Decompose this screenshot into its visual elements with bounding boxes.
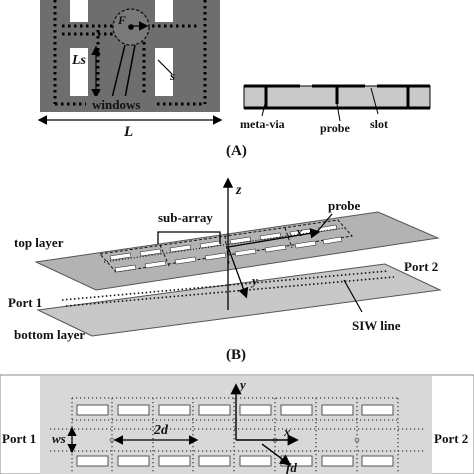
caption-a: (A) bbox=[226, 143, 247, 159]
bottom-layer-plate bbox=[36, 263, 442, 337]
axis-x-b: x bbox=[295, 224, 303, 239]
label-F: F bbox=[117, 13, 126, 27]
cross-section-vias bbox=[264, 86, 410, 108]
label-slot: slot bbox=[370, 117, 388, 131]
caption-b: (B) bbox=[226, 347, 246, 363]
panel-c-slots-top bbox=[76, 404, 394, 416]
slot-bottom-left bbox=[70, 48, 88, 96]
label-L: L bbox=[123, 124, 133, 140]
panel-b: z x y sub-array probe top layer Port 2 P… bbox=[8, 177, 442, 363]
label-port1-b: Port 1 bbox=[8, 295, 42, 310]
label-Ls: Ls bbox=[71, 53, 87, 68]
label-ws: ws bbox=[52, 431, 66, 446]
top-layer-vias bbox=[103, 227, 345, 263]
axis-z: z bbox=[235, 183, 242, 198]
siw-line-vias bbox=[61, 270, 395, 307]
label-port1-c: Port 1 bbox=[2, 431, 36, 446]
label-meta-via: meta-via bbox=[240, 117, 285, 131]
panel-c-slots-bottom bbox=[76, 455, 394, 467]
label-probe-b: probe bbox=[328, 198, 360, 213]
axis-y-b: y bbox=[250, 273, 258, 288]
axis-x-c: x bbox=[283, 424, 291, 439]
label-windows: windows bbox=[92, 97, 140, 112]
label-fd: fd bbox=[286, 460, 297, 474]
slot-bottom-right bbox=[155, 48, 173, 96]
panel-a: F Ls s windows L meta-via probe bbox=[37, 0, 431, 159]
axis-y-c: y bbox=[238, 377, 246, 392]
panel-c: y x 2d ws fd Port 1 Port 2 bbox=[0, 374, 474, 474]
slot-top-right bbox=[155, 0, 173, 22]
label-s: s bbox=[169, 68, 175, 83]
label-2d: 2d bbox=[153, 423, 169, 438]
label-probe-a: probe bbox=[320, 121, 350, 135]
label-sub-array: sub-array bbox=[158, 210, 213, 225]
sub-array-bracket bbox=[157, 231, 221, 244]
top-layer-plate bbox=[34, 211, 440, 291]
label-port2-b: Port 2 bbox=[404, 259, 438, 274]
label-top-layer: top layer bbox=[14, 235, 64, 250]
slot-top-left bbox=[70, 0, 88, 22]
panel-c-vias bbox=[50, 397, 424, 474]
sub-array-box bbox=[99, 219, 353, 273]
label-bottom-layer: bottom layer bbox=[14, 327, 85, 342]
label-siw-line: SIW line bbox=[352, 318, 401, 333]
feed-point bbox=[128, 24, 134, 30]
label-port2-c: Port 2 bbox=[434, 431, 468, 446]
